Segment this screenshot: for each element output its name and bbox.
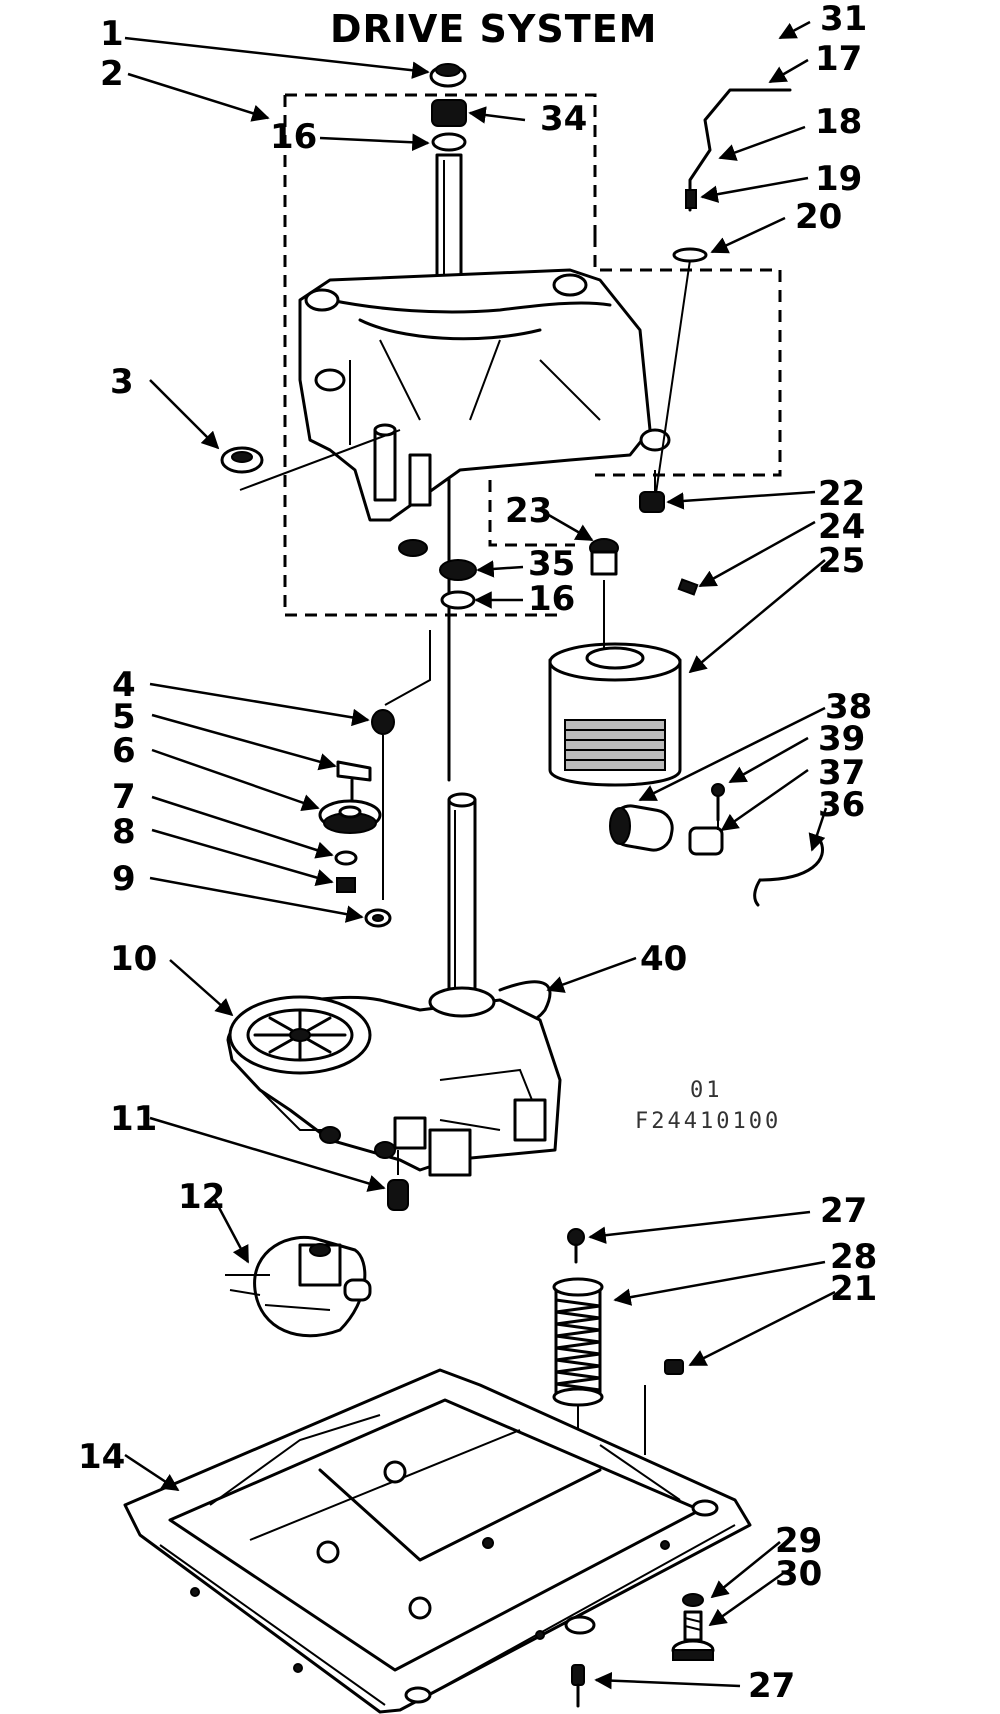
callout-numbers: 1 2 16 34 3 4 5 6 7 8 9 10 11 12 14 31 1…: [78, 0, 877, 1706]
callout-34: 34: [540, 99, 587, 139]
callout-38: 38: [825, 687, 872, 727]
part-25-pump: [548, 580, 682, 787]
part-12-actuator: [225, 1235, 372, 1338]
callout-8: 8: [112, 812, 136, 852]
part-3-grommet: [220, 429, 401, 491]
part-21-nut: [644, 1359, 684, 1455]
callout-7: 7: [112, 777, 136, 817]
callout-1: 1: [100, 14, 124, 54]
callout-31: 31: [820, 0, 867, 39]
part-27-lower-screw: [571, 1664, 585, 1708]
callout-25: 25: [818, 541, 865, 581]
part-6-pulley: [318, 799, 382, 834]
part-34-bushing: [431, 99, 467, 127]
part-10-transmission: [226, 986, 562, 1177]
callout-14: 14: [78, 1437, 125, 1477]
lower-shaft: [447, 792, 477, 1002]
callout-22: 22: [818, 474, 865, 514]
callout-6: 6: [112, 731, 136, 771]
callout-30: 30: [775, 1554, 822, 1594]
part-24-screw: [677, 578, 699, 596]
callout-27-lower: 27: [748, 1666, 795, 1706]
callout-16-upper: 16: [270, 117, 317, 157]
callout-9: 9: [112, 859, 136, 899]
part-39-screw: [711, 783, 725, 822]
callout-18: 18: [815, 102, 862, 142]
callout-arrows: [124, 20, 836, 1690]
part-8-nut: [336, 877, 356, 893]
callout-4: 4: [112, 665, 136, 705]
callout-29: 29: [775, 1521, 822, 1561]
figure-code-bottom: F24410100: [635, 1109, 781, 1134]
figure-code-top: 01: [690, 1078, 723, 1103]
part-17-rod: [654, 88, 792, 501]
callout-37: 37: [818, 753, 865, 793]
callout-40: 40: [640, 939, 687, 979]
callout-3: 3: [110, 362, 134, 402]
callout-23: 23: [505, 491, 552, 531]
callout-39: 39: [818, 719, 865, 759]
part-37-clip: [688, 820, 724, 856]
part-22-nut: [639, 491, 665, 513]
callout-20: 20: [795, 197, 842, 237]
callout-21: 21: [830, 1269, 877, 1309]
part-35-washer: [439, 559, 477, 581]
callout-19: 19: [815, 159, 862, 199]
callout-11: 11: [110, 1099, 157, 1139]
part-14-base-frame: [123, 1368, 752, 1714]
callout-16-lower: 16: [528, 579, 575, 619]
part-1-nut: [429, 63, 467, 88]
left-stack-leader: [382, 630, 431, 900]
part-38-capacitor: [609, 804, 674, 852]
callout-28: 28: [830, 1237, 877, 1277]
part-16-upper-washer: [431, 132, 467, 152]
callout-2: 2: [100, 54, 124, 94]
part-7-washer: [334, 850, 358, 866]
part-23-cap: [589, 538, 619, 576]
callout-35: 35: [528, 544, 575, 584]
part-9-washer: [364, 908, 392, 928]
part-27-upper-screw: [567, 1228, 585, 1264]
part-29-nut: [682, 1593, 704, 1607]
part-5-bolt: [336, 760, 372, 802]
callout-5: 5: [112, 697, 136, 737]
gearcase-cover-casting: [298, 268, 671, 557]
callout-36: 36: [818, 785, 865, 825]
part-30-leveling-foot: [671, 1610, 715, 1661]
upper-assembly-group: [283, 93, 782, 617]
diagram-title: DRIVE SYSTEM: [330, 7, 658, 51]
callout-24: 24: [818, 507, 865, 547]
part-4-nut: [371, 709, 395, 735]
callout-27-upper: 27: [820, 1191, 867, 1231]
callout-10: 10: [110, 939, 157, 979]
callout-12: 12: [178, 1177, 225, 1217]
callout-17: 17: [815, 39, 862, 79]
part-16-lower-washer: [440, 590, 476, 610]
part-11-bolt: [387, 1150, 409, 1211]
